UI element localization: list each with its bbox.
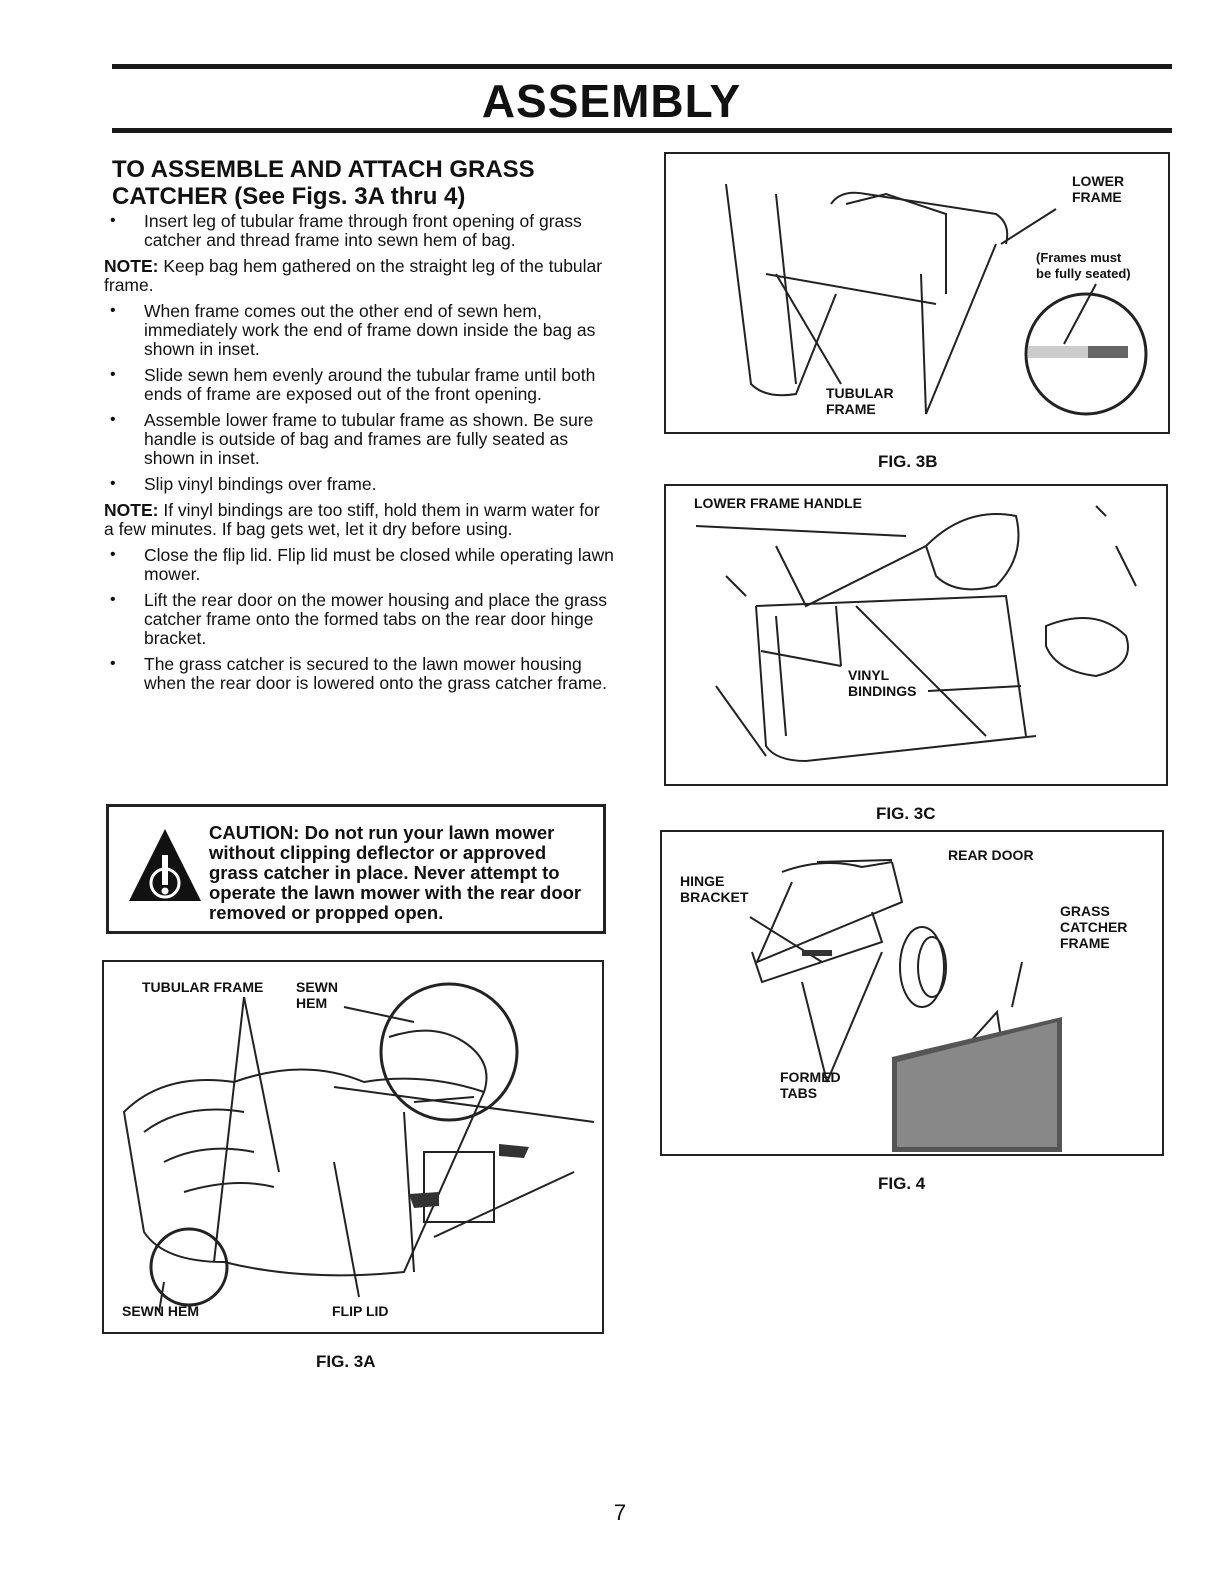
label-tubular-2: FRAME [826,401,876,417]
fig-3a-illustration [122,982,595,1313]
caption-fig-3c: FIG. 3C [876,804,936,823]
caution-box: CAUTION: Do not run your lawn mower with… [106,804,606,934]
label-lower-frame-1: LOWER [1072,173,1125,189]
instruction-step: •Lift the rear door on the mower housing… [110,590,608,648]
label-grass-3: FRAME [1060,935,1110,951]
label-tubular-1: TUBULAR [826,385,894,401]
label-sewn-hem-bottom: SEWN HEM [122,1303,199,1319]
label-lower-frame-2: FRAME [1072,189,1122,205]
bullet-icon: • [110,475,116,492]
label-rear-door: REAR DOOR [948,847,1034,863]
label-lower-frame-handle: LOWER FRAME HANDLE [694,495,862,511]
figure-3b: LOWER FRAME (Frames must be fully seated… [664,152,1170,434]
instruction-step: •Close the flip lid. Flip lid must be cl… [110,545,614,584]
bullet-icon: • [110,366,116,383]
instruction-note: NOTE: If vinyl bindings are too stiff, h… [104,500,600,539]
label-sewn-hem-top-2: HEM [296,995,328,1011]
instruction-step: •Slide sewn hem evenly around the tubula… [110,365,596,404]
label-sewn-hem-top-1: SEWN [296,979,338,995]
bullet-icon: • [110,546,116,563]
figure-4: REAR DOOR HINGE BRACKET GRASS CATCHER FR… [660,830,1164,1156]
section-heading: TO ASSEMBLE AND ATTACH GRASS CATCHER (Se… [112,156,632,210]
warning-icon [129,829,201,901]
fig-4-illustration [749,859,1062,1152]
label-frames-must-1: (Frames must [1036,250,1122,265]
instruction-note: NOTE: Keep bag hem gathered on the strai… [104,256,603,295]
label-flip-lid: FLIP LID [332,1303,389,1319]
label-hinge-1: HINGE [680,873,725,889]
label-formed-1: FORMED [780,1069,841,1085]
instruction-step: •Insert leg of tubular frame through fro… [110,211,582,250]
label-frames-must-2: be fully seated) [1036,266,1131,281]
label-tubular-frame: TUBULAR FRAME [142,979,264,995]
label-grass-1: GRASS [1060,903,1110,919]
bullet-icon: • [110,212,116,229]
section-heading-line2: CATCHER (See Figs. 3A thru 4) [112,183,466,210]
label-hinge-2: BRACKET [680,889,749,905]
page-number: 7 [613,1500,627,1525]
label-vinyl-1: VINYL [848,667,890,683]
title-underline-rule [112,128,1172,133]
figure-3c: LOWER FRAME HANDLE VINYL BINDINGS [664,484,1168,786]
instruction-step: •Assemble lower frame to tubular frame a… [110,410,594,468]
fig-3b-illustration [725,183,1148,416]
page-title: ASSEMBLY [481,75,742,127]
bullet-icon: • [110,302,116,319]
instruction-step: •Slip vinyl bindings over frame. [110,474,377,494]
label-vinyl-2: BINDINGS [848,683,917,699]
bullet-icon: • [110,655,116,672]
instruction-step: •When frame comes out the other end of s… [110,301,596,359]
caution-text: CAUTION: Do not run your lawn mower with… [209,822,582,923]
bullet-icon: • [110,591,116,608]
fig-3c-illustration [695,505,1137,763]
label-grass-2: CATCHER [1060,919,1128,935]
top-rule [112,64,1172,69]
section-heading-line1: TO ASSEMBLE AND ATTACH GRASS [112,156,535,183]
figure-3a: TUBULAR FRAME SEWN HEM SEWN HEM FLIP LID [102,960,604,1334]
label-formed-2: TABS [780,1085,818,1101]
instruction-step: •The grass catcher is secured to the law… [110,654,608,693]
caption-fig-3a: FIG. 3A [316,1352,376,1371]
caption-fig-4: FIG. 4 [878,1174,926,1193]
caption-fig-3b: FIG. 3B [878,452,938,471]
bullet-icon: • [110,411,116,428]
instructions: •Insert leg of tubular frame through fro… [104,212,614,700]
